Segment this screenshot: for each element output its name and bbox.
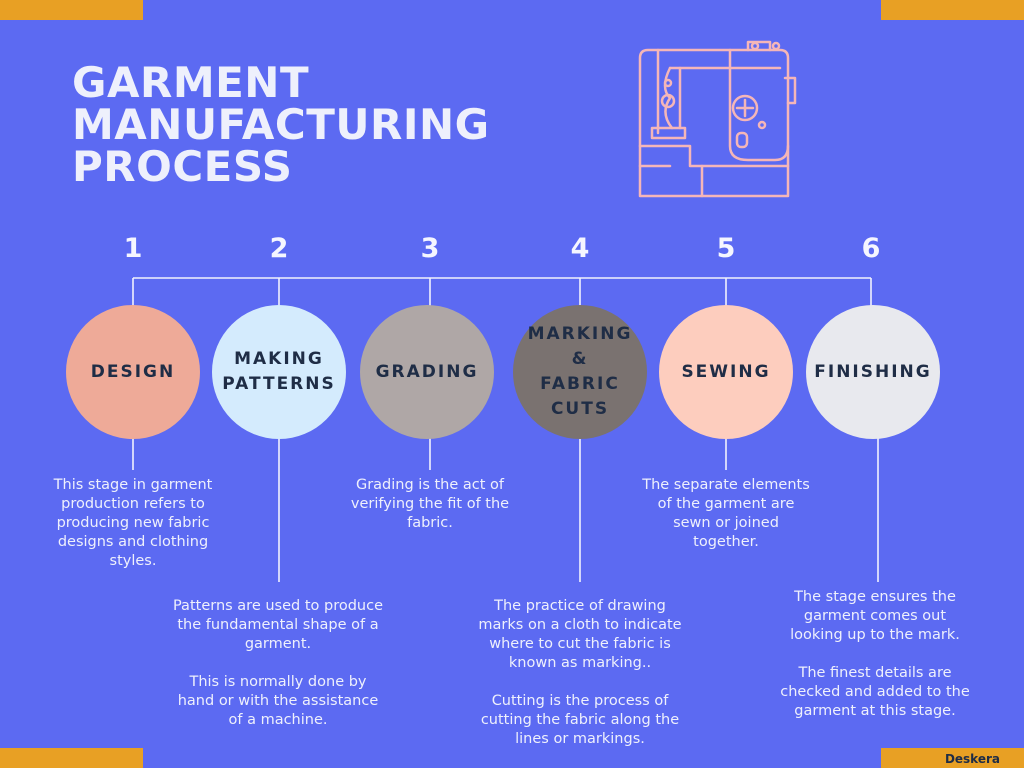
step-6-paragraph-1: The stage ensures the garment comes out … xyxy=(790,589,960,643)
step-1-circle: DESIGN xyxy=(66,305,200,439)
step-4-paragraph-1: The practice of drawing marks on a cloth… xyxy=(478,598,682,671)
step-5-label: SEWING xyxy=(681,361,771,382)
step-1-number: 1 xyxy=(123,233,143,264)
step-2-label: MAKING PATTERNS xyxy=(222,349,336,394)
step-5-number: 5 xyxy=(716,233,736,264)
step-4-circle: MARKING & FABRIC CUTS xyxy=(513,305,647,439)
step-2-circle: MAKING PATTERNS xyxy=(212,305,346,439)
step-4-paragraph-2: Cutting is the process of cutting the fa… xyxy=(480,693,680,747)
page-title: GARMENT MANUFACTURING PROCESS xyxy=(72,62,490,188)
step-2-number: 2 xyxy=(269,233,289,264)
step-5-paragraph-1: The separate elements of the garment are… xyxy=(642,477,810,550)
step-5-description: The separate elements of the garment are… xyxy=(640,476,812,552)
corner-bar-top-left xyxy=(0,0,143,20)
step-6-circle: FINISHING xyxy=(806,305,940,439)
step-2-paragraph-2: This is normally done by hand or with th… xyxy=(177,674,379,728)
corner-bar-top-right xyxy=(881,0,1024,20)
step-3-label: GRADING xyxy=(375,361,479,382)
brand-logo: Deskera xyxy=(944,752,1000,766)
step-1-description: This stage in garment production refers … xyxy=(49,476,217,571)
step-6-label: FINISHING xyxy=(814,361,932,382)
step-2-paragraph-1: Patterns are used to produce the fundame… xyxy=(172,598,384,652)
step-2-description: Patterns are used to produce the fundame… xyxy=(172,597,384,730)
step-6-number: 6 xyxy=(861,233,881,264)
step-3-number: 3 xyxy=(420,233,440,264)
step-4-number: 4 xyxy=(570,233,590,264)
step-3-description: Grading is the act of verifying the fit … xyxy=(342,476,518,533)
step-1-label: DESIGN xyxy=(90,361,176,382)
title-line-3: PROCESS xyxy=(72,142,293,191)
step-1-paragraph-1: This stage in garment production refers … xyxy=(53,477,213,569)
step-6-description: The stage ensures the garment comes out … xyxy=(780,588,970,721)
corner-bar-bottom-left xyxy=(0,748,143,768)
step-5-circle: SEWING xyxy=(659,305,793,439)
step-4-description: The practice of drawing marks on a cloth… xyxy=(477,597,683,749)
title-line-2: MANUFACTURING xyxy=(72,100,490,149)
step-3-paragraph-1: Grading is the act of verifying the fit … xyxy=(350,477,510,531)
title-line-1: GARMENT xyxy=(72,58,310,107)
step-6-paragraph-2: The finest details are checked and added… xyxy=(780,665,970,719)
step-4-label: MARKING & FABRIC CUTS xyxy=(527,324,633,419)
sewing-machine-icon xyxy=(638,40,797,198)
step-3-circle: GRADING xyxy=(360,305,494,439)
corner-bar-bottom-right xyxy=(881,748,1024,768)
